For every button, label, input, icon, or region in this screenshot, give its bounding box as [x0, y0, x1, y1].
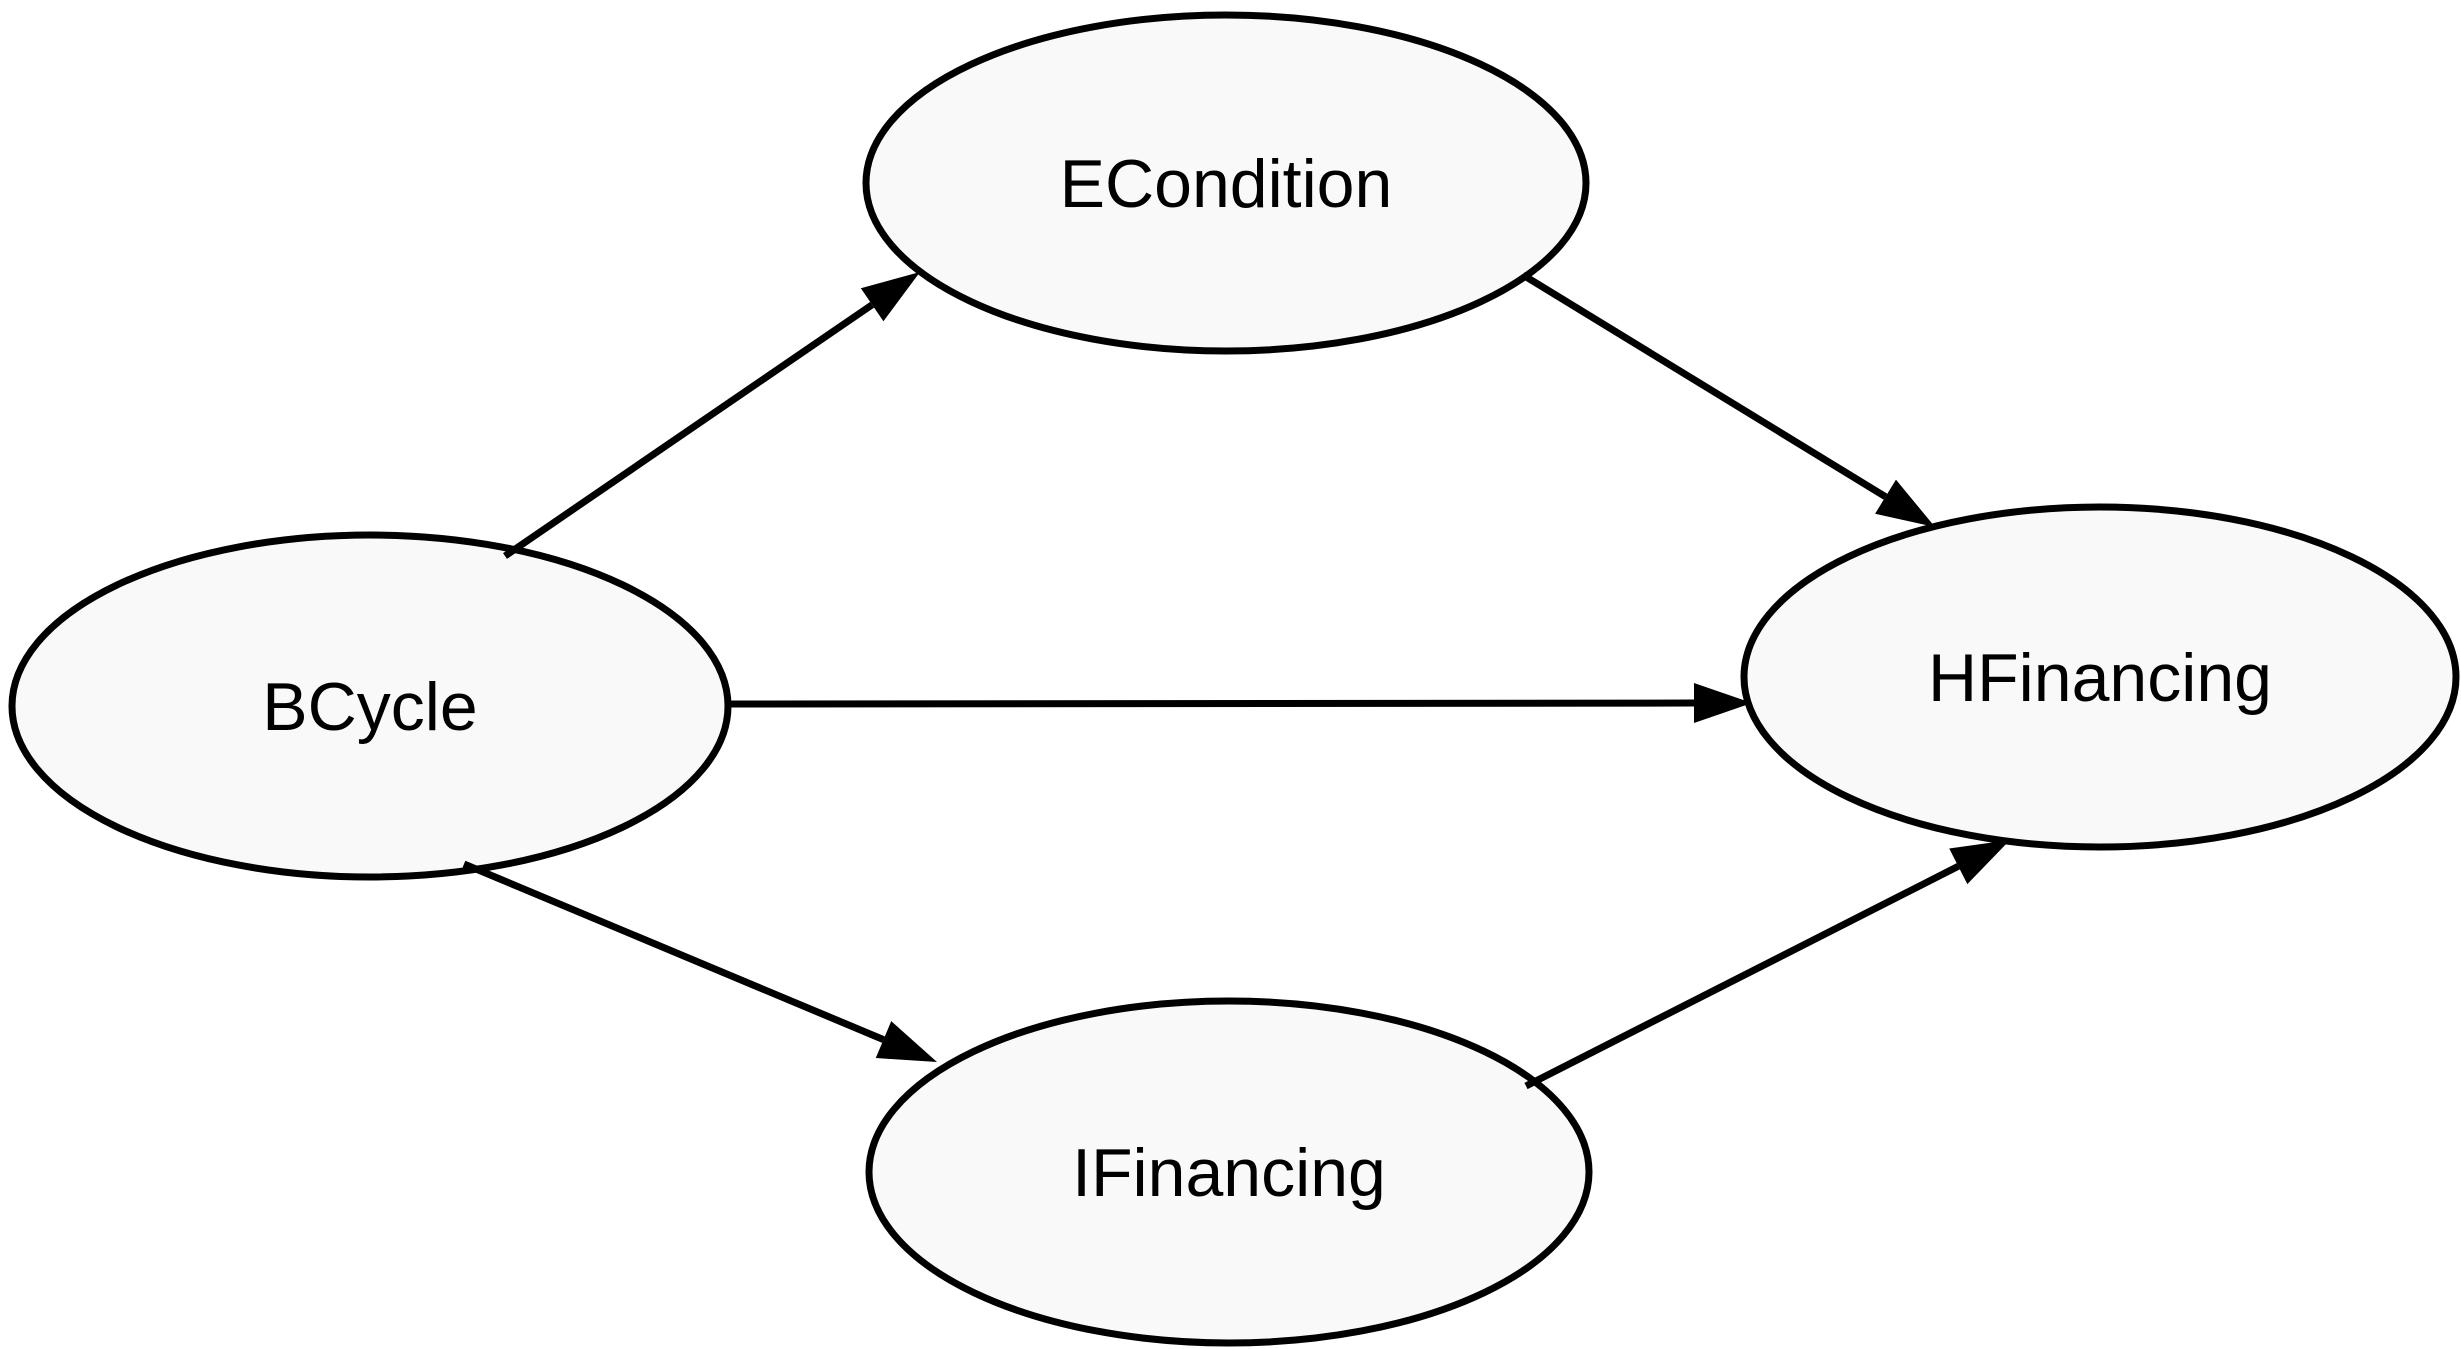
arrowhead-icon — [875, 1021, 937, 1062]
edge-line — [1521, 272, 1888, 500]
edge-BCycle-IFinancing — [462, 860, 937, 1062]
node-label: HFinancing — [1928, 640, 2272, 716]
node-ellipse — [865, 997, 1593, 1347]
edge-line — [727, 699, 1695, 708]
edge-IFinancing-HFinancing — [1524, 840, 2010, 1090]
edge-line — [462, 860, 885, 1043]
edge-ECondition-HFinancing — [1521, 272, 1935, 527]
node-HFinancing: HFinancing — [1740, 503, 2460, 851]
node-label: ECondition — [1060, 146, 1393, 222]
node-IFinancing: IFinancing — [865, 997, 1593, 1347]
edge-BCycle-ECondition — [503, 272, 920, 559]
node-label: IFinancing — [1072, 1135, 1386, 1211]
arrowhead-icon — [1693, 683, 1752, 724]
node-ECondition: ECondition — [862, 11, 1590, 355]
arrowhead-icon — [1949, 840, 2010, 885]
edge-BCycle-HFinancing — [727, 683, 1752, 724]
node-ellipse — [862, 11, 1590, 355]
node-BCycle: BCycle — [8, 531, 732, 881]
arrowhead-icon — [1875, 479, 1935, 527]
node-ellipse — [1740, 503, 2460, 851]
edge-line — [1524, 863, 1960, 1090]
edge-line — [503, 301, 875, 559]
arrowhead-icon — [860, 272, 920, 322]
node-ellipse — [8, 531, 732, 881]
node-label: BCycle — [262, 669, 477, 745]
